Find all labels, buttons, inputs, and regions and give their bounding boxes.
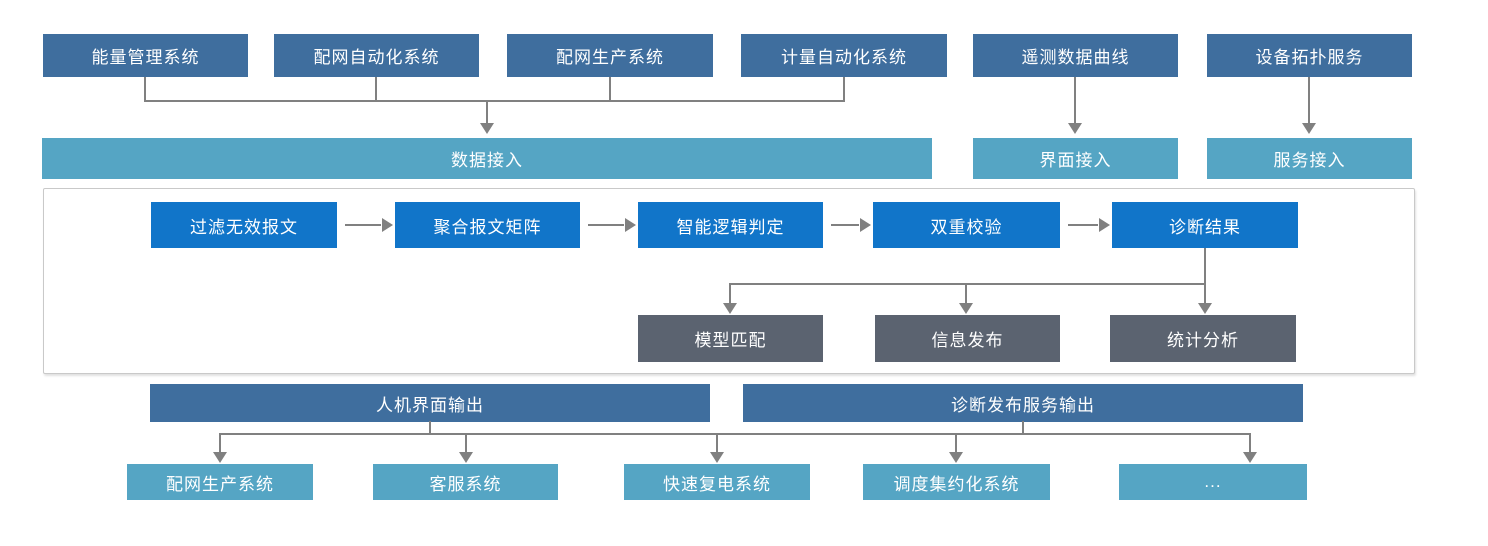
- result-box-info-publishing: 信息发布: [875, 315, 1060, 362]
- connector-line: [486, 100, 488, 123]
- connector-line: [1249, 433, 1251, 453]
- connector-line: [465, 433, 467, 453]
- arrow-right-icon: [860, 218, 871, 232]
- arrow-down-icon: [213, 452, 227, 463]
- arrow-down-icon: [1243, 452, 1257, 463]
- arrow-down-icon: [1198, 303, 1212, 314]
- pipeline-box-double-verification: 双重校验: [873, 202, 1060, 248]
- ui-access-bar: 界面接入: [973, 138, 1178, 179]
- connector-line: [1308, 77, 1310, 123]
- arrow-right-icon: [625, 218, 636, 232]
- source-box-device-topology-service: 设备拓扑服务: [1207, 34, 1412, 77]
- source-box-metering-automation-system: 计量自动化系统: [741, 34, 947, 77]
- arrow-down-icon: [949, 452, 963, 463]
- consumer-box-rapid-restoration-system: 快速复电系统: [624, 464, 810, 500]
- result-box-model-matching: 模型匹配: [638, 315, 823, 362]
- connector-line: [1074, 77, 1076, 123]
- service-access-bar: 服务接入: [1207, 138, 1412, 179]
- hmi-output-bar: 人机界面输出: [150, 384, 710, 422]
- connector-line: [831, 224, 859, 226]
- connector-line: [144, 77, 146, 102]
- connector-line: [219, 433, 221, 453]
- connector-line: [716, 433, 718, 453]
- connector-line: [843, 77, 845, 102]
- connector-bus-line: [144, 100, 845, 102]
- pipeline-box-diagnosis-result: 诊断结果: [1112, 202, 1298, 248]
- connector-line: [1068, 224, 1098, 226]
- diagnosis-publish-output-bar: 诊断发布服务输出: [743, 384, 1303, 422]
- connector-line: [375, 77, 377, 102]
- source-box-distribution-production-system: 配网生产系统: [507, 34, 713, 77]
- consumer-box-distribution-production-system: 配网生产系统: [127, 464, 313, 500]
- source-box-distribution-automation-system: 配网自动化系统: [274, 34, 479, 77]
- connector-line: [609, 77, 611, 102]
- arrow-right-icon: [1099, 218, 1110, 232]
- connector-bus-line: [219, 433, 1251, 435]
- arrow-right-icon: [382, 218, 393, 232]
- pipeline-box-aggregate-message-matrix: 聚合报文矩阵: [395, 202, 580, 248]
- result-box-statistics-analysis: 统计分析: [1110, 315, 1296, 362]
- pipeline-box-filter-invalid-messages: 过滤无效报文: [151, 202, 337, 248]
- connector-line: [1204, 283, 1206, 304]
- connector-line: [1204, 248, 1206, 285]
- arrow-down-icon: [459, 452, 473, 463]
- source-box-energy-management-system: 能量管理系统: [43, 34, 248, 77]
- connector-line: [588, 224, 624, 226]
- arrow-down-icon: [959, 303, 973, 314]
- arrow-down-icon: [480, 123, 494, 134]
- connector-line: [429, 421, 431, 435]
- connector-bus-line: [729, 283, 1206, 285]
- arrow-down-icon: [1068, 123, 1082, 134]
- consumer-box-customer-service-system: 客服系统: [373, 464, 558, 500]
- connector-line: [729, 283, 731, 304]
- connector-line: [345, 224, 381, 226]
- connector-line: [955, 433, 957, 453]
- consumer-box-dispatch-centralization-system: 调度集约化系统: [863, 464, 1050, 500]
- data-access-bar: 数据接入: [42, 138, 932, 179]
- arrow-down-icon: [723, 303, 737, 314]
- pipeline-box-intelligent-logic-judgment: 智能逻辑判定: [638, 202, 823, 248]
- source-box-telemetry-data-curve: 遥测数据曲线: [973, 34, 1178, 77]
- connector-line: [1022, 421, 1024, 435]
- consumer-box-ellipsis: ...: [1119, 464, 1307, 500]
- arrow-down-icon: [710, 452, 724, 463]
- arrow-down-icon: [1302, 123, 1316, 134]
- connector-line: [965, 283, 967, 304]
